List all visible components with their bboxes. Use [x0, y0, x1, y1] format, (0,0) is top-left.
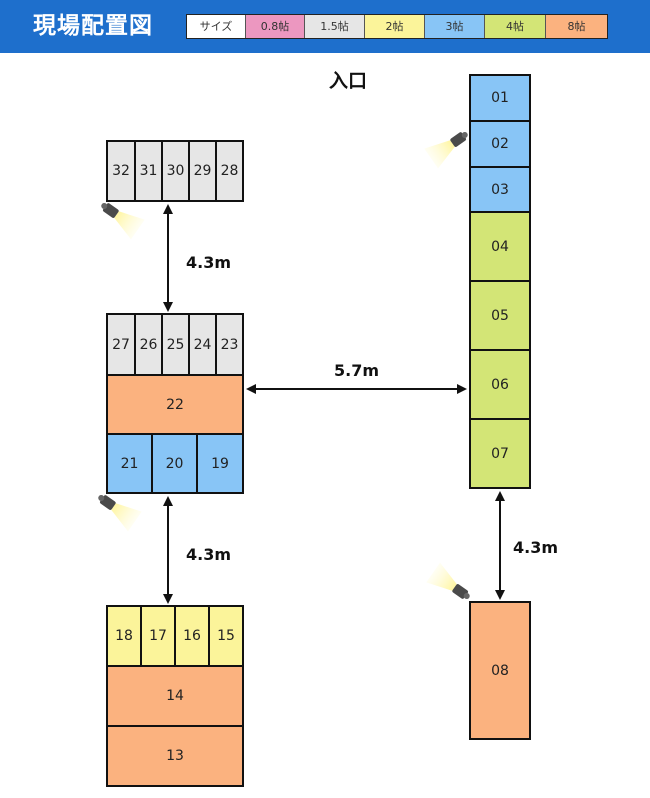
unit-08[interactable]: 08 [469, 601, 531, 740]
unit-28[interactable]: 28 [215, 140, 244, 202]
unit-22[interactable]: 22 [106, 374, 244, 435]
floodlight-icon [101, 202, 145, 240]
legend-2: 2帖 [364, 15, 424, 38]
unit-05[interactable]: 05 [469, 280, 531, 351]
unit-21[interactable]: 21 [106, 433, 153, 494]
entrance-label: 入口 [329, 70, 368, 92]
legend-3: 3帖 [424, 15, 484, 38]
unit-16[interactable]: 16 [174, 605, 210, 667]
floodlight-icon [426, 562, 470, 600]
page-title: 現場配置図 [33, 13, 153, 39]
unit-13[interactable]: 13 [106, 725, 244, 787]
unit-03[interactable]: 03 [469, 166, 531, 213]
unit-20[interactable]: 20 [151, 433, 198, 494]
legend-4: 4帖 [484, 15, 545, 38]
unit-14[interactable]: 14 [106, 665, 244, 727]
unit-19[interactable]: 19 [196, 433, 244, 494]
distance-right: 4.3m [513, 538, 559, 557]
unit-01[interactable]: 01 [469, 74, 531, 122]
legend-8: 8帖 [545, 15, 607, 38]
distance-top-left: 4.3m [186, 253, 232, 272]
unit-15[interactable]: 15 [208, 605, 244, 667]
unit-06[interactable]: 06 [469, 349, 531, 420]
size-legend: サイズ 0.8帖 1.5帖 2帖 3帖 4帖 8帖 [186, 14, 608, 39]
unit-26[interactable]: 26 [134, 313, 163, 376]
distance-lower-left: 4.3m [186, 545, 232, 564]
header-bar: 現場配置図 サイズ 0.8帖 1.5帖 2帖 3帖 4帖 8帖 [0, 0, 650, 53]
legend-1-5: 1.5帖 [304, 15, 364, 38]
distance-middle: 5.7m [334, 361, 380, 380]
unit-07[interactable]: 07 [469, 418, 531, 489]
floodlight-icon [98, 494, 142, 532]
legend-size-label: サイズ [199, 20, 233, 33]
legend-0-8: 0.8帖 [245, 15, 304, 38]
floodlight-icon [424, 131, 468, 169]
